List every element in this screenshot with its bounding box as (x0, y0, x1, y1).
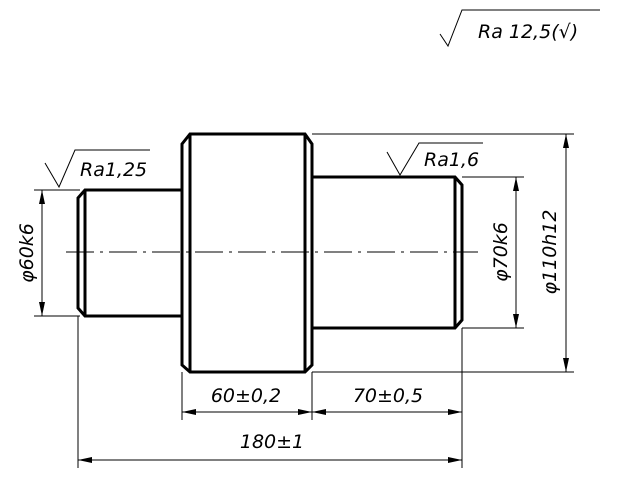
right-roughness-label: Ra1,6 (424, 149, 479, 171)
collar-length-label: 60±0,2 (211, 385, 281, 407)
left-roughness-check-icon (44, 149, 150, 189)
collar-length-dimension: 60±0,2 (182, 385, 312, 415)
left-journal-outline (76, 188, 182, 318)
general-roughness-mark: Ra 12,5(√) (439, 9, 600, 48)
overall-length-label: 180±1 (240, 431, 304, 453)
right-roughness-check-icon (386, 142, 483, 176)
left-diameter-label: φ60k6 (16, 223, 38, 283)
right-diameter-dimension: φ70k6 (462, 176, 524, 329)
right-journal-length-dimension: 70±0,5 (312, 385, 462, 415)
general-roughness-label: Ra 12,5(√) (478, 21, 578, 43)
left-diameter-dimension: φ60k6 (16, 189, 80, 317)
left-roughness-label: Ra1,25 (80, 159, 147, 181)
collar-outline (180, 132, 314, 374)
left-roughness-mark: Ra1,25 (44, 149, 150, 189)
collar-diameter-label: φ110h12 (539, 209, 561, 294)
right-roughness-mark: Ra1,6 (386, 142, 483, 176)
general-roughness-check-icon (439, 9, 600, 48)
overall-length-dimension: 180±1 (78, 431, 462, 463)
right-diameter-label: φ70k6 (490, 222, 512, 282)
collar-diameter-dimension: φ110h12 (312, 133, 574, 373)
right-journal-length-label: 70±0,5 (353, 385, 423, 407)
